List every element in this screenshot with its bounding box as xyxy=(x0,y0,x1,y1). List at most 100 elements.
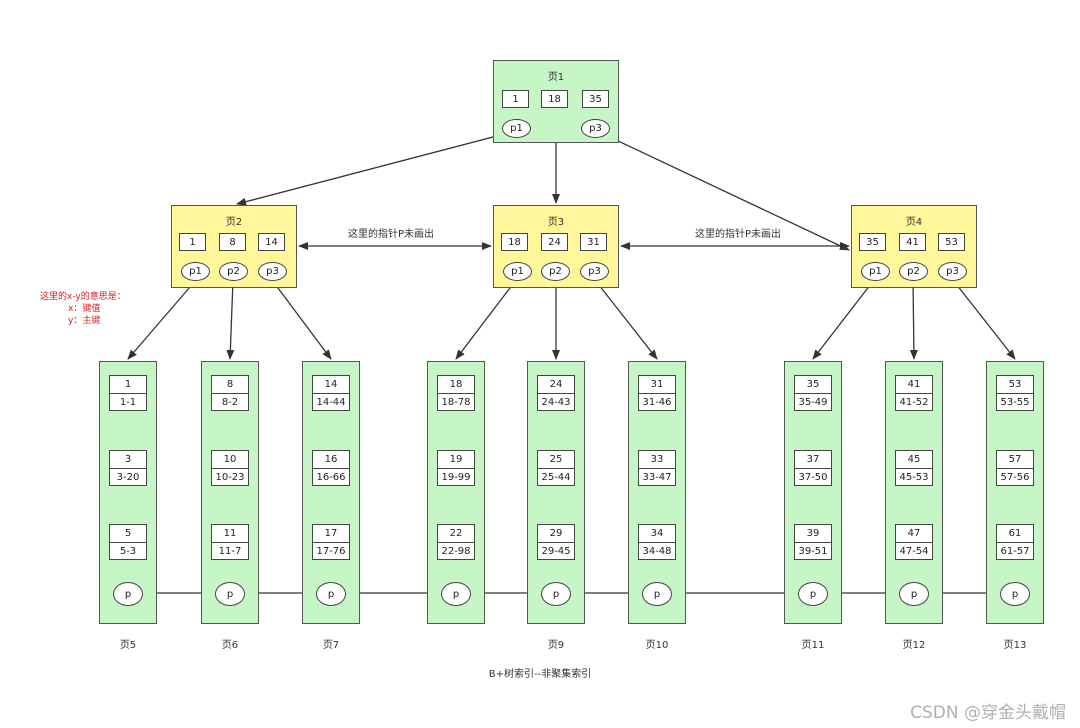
edge-page2-to-leaf-1 xyxy=(127,279,197,360)
leaf-entry: 16 16-66 xyxy=(312,450,350,486)
internal-pointer-p3: p3 xyxy=(258,262,287,281)
internal-pointer-p2: p2 xyxy=(541,262,570,281)
leaf-entry-value: 17-76 xyxy=(316,546,346,557)
leaf-entry: 35 35-49 xyxy=(794,375,832,411)
leaf-entry: 31 31-46 xyxy=(638,375,676,411)
leaf-entry-key: 53 xyxy=(997,376,1033,394)
leaf-entry-value: 29-45 xyxy=(541,546,571,557)
leaf-page-label: 页7 xyxy=(322,640,340,651)
leaf-entry-value: 24-43 xyxy=(541,397,571,408)
leaf-entry-key: 25 xyxy=(538,451,574,469)
root-pointer-p1: p1 xyxy=(502,119,531,138)
internal-key: 1 xyxy=(179,233,206,251)
leaf-entry-value: 53-55 xyxy=(1000,397,1030,408)
leaf-entry-value: 16-66 xyxy=(316,472,346,483)
edge-page4-to-leaf-9 xyxy=(952,279,1016,360)
internal-pointer-p1: p1 xyxy=(181,262,210,281)
leaf-page-label: 页11 xyxy=(801,640,825,651)
legend-note-line-1: 这里的x-y的意思是： xyxy=(40,292,126,302)
internal-key: 24 xyxy=(541,233,568,251)
internal-pointer-p1: p1 xyxy=(503,262,532,281)
internal-key: 53 xyxy=(938,233,965,251)
leaf-entry-value: 22-98 xyxy=(441,546,471,557)
edge-page3-to-leaf-6 xyxy=(594,279,658,360)
leaf-page-label: 页5 xyxy=(119,640,137,651)
leaf-entry-key: 57 xyxy=(997,451,1033,469)
leaf-entry-key: 33 xyxy=(639,451,675,469)
leaf-next-pointer: p xyxy=(215,582,245,606)
leaf-entry-key: 16 xyxy=(313,451,349,469)
leaf-entry: 53 53-55 xyxy=(996,375,1034,411)
leaf-next-pointer: p xyxy=(541,582,571,606)
leaf-entry-value: 61-57 xyxy=(1000,546,1030,557)
leaf-entry-value: 34-48 xyxy=(642,546,672,557)
edge-page2-to-leaf-3 xyxy=(271,279,332,360)
leaf-entry-value: 19-99 xyxy=(441,472,471,483)
leaf-entry-key: 17 xyxy=(313,525,349,543)
internal-pointer-p3: p3 xyxy=(938,262,967,281)
leaf-entry: 39 39-51 xyxy=(794,524,832,560)
leaf-next-pointer: p xyxy=(1000,582,1030,606)
internal-key: 18 xyxy=(501,233,528,251)
left-pointer-note: 这里的指针P未画出 xyxy=(348,229,435,240)
internal-page-title: 页3 xyxy=(547,217,565,228)
leaf-entry-value: 39-51 xyxy=(798,546,828,557)
watermark: CSDN @穿金头戴帽 xyxy=(910,703,1066,723)
leaf-entry-key: 35 xyxy=(795,376,831,394)
leaf-entry-key: 31 xyxy=(639,376,675,394)
root-key-1: 1 xyxy=(502,90,529,108)
leaf-entry-value: 35-49 xyxy=(798,397,828,408)
internal-key: 8 xyxy=(219,233,246,251)
leaf-entry-key: 14 xyxy=(313,376,349,394)
leaf-entry-key: 47 xyxy=(896,525,932,543)
leaf-entry-value: 37-50 xyxy=(798,472,828,483)
root-pointer-p3: p3 xyxy=(581,119,610,138)
leaf-entry-value: 31-46 xyxy=(642,397,672,408)
leaf-entry: 45 45-53 xyxy=(895,450,933,486)
leaf-entry-value: 45-53 xyxy=(899,472,929,483)
diagram-caption: B+树索引--非聚集索引 xyxy=(488,669,592,680)
leaf-next-pointer: p xyxy=(798,582,828,606)
leaf-entry-key: 61 xyxy=(997,525,1033,543)
leaf-entry-key: 39 xyxy=(795,525,831,543)
internal-page-title: 页2 xyxy=(225,217,243,228)
leaf-entry-key: 19 xyxy=(438,451,474,469)
leaf-page-label: 页6 xyxy=(221,640,239,651)
leaf-entry-value: 3-20 xyxy=(116,472,140,483)
root-key-3: 35 xyxy=(582,90,609,108)
leaf-entry-key: 45 xyxy=(896,451,932,469)
internal-page-title: 页4 xyxy=(905,217,923,228)
internal-key: 14 xyxy=(258,233,285,251)
leaf-entry-value: 8-2 xyxy=(221,397,239,408)
root-page: 页1 1 18 35 p1 p3 xyxy=(493,60,619,143)
leaf-entry-value: 41-52 xyxy=(899,397,929,408)
leaf-entry-value: 5-3 xyxy=(119,546,137,557)
leaf-entry-value: 10-23 xyxy=(215,472,245,483)
internal-key: 35 xyxy=(859,233,886,251)
internal-key: 31 xyxy=(580,233,607,251)
edge-root-to-page2 xyxy=(236,130,517,206)
edge-root-to-page4 xyxy=(596,130,850,251)
internal-pointer-p1: p1 xyxy=(861,262,890,281)
